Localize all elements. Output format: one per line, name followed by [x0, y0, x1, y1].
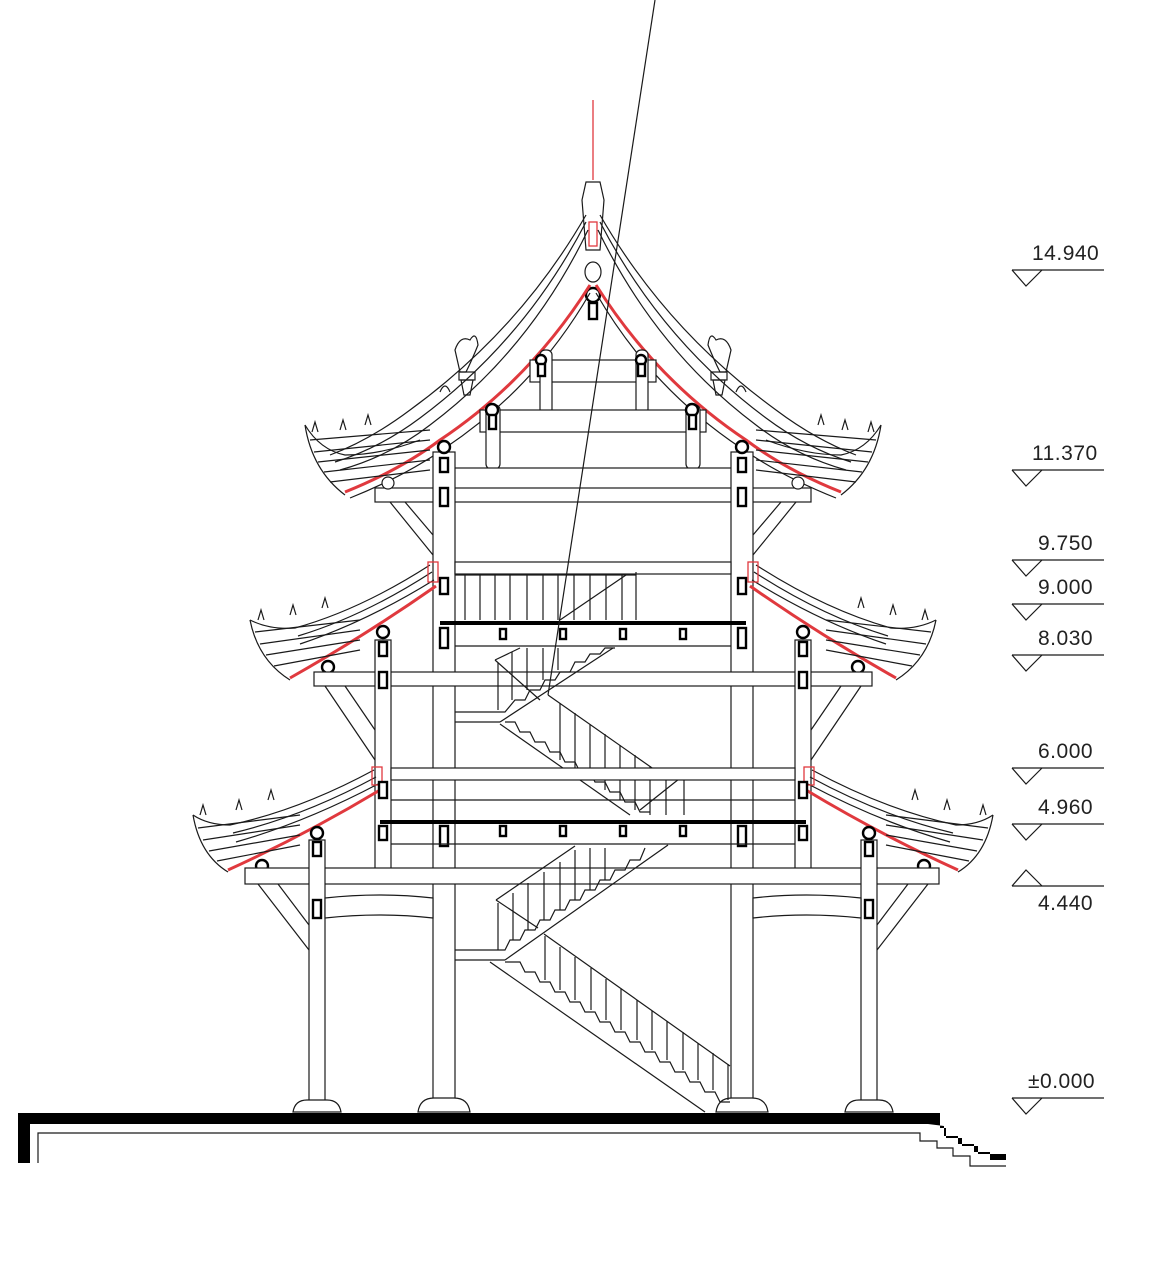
spire-finial: [581, 100, 605, 321]
elevation-marker-0000: [1011, 1097, 1104, 1115]
elevation-label: 4.960: [1038, 796, 1094, 819]
third-floor-balcony: [438, 561, 748, 650]
top-roof: [304, 214, 882, 499]
elevation-label: ±0.000: [1028, 1070, 1096, 1093]
elevation-label: 9.750: [1038, 532, 1094, 555]
middle-outer-columns: [313, 624, 873, 871]
elevation-label: 6.000: [1038, 740, 1094, 763]
second-floor-balcony: [377, 767, 809, 848]
middle-roof: [249, 561, 937, 681]
elevation-marker-4440: [1011, 869, 1104, 887]
ground-plinth: [18, 1113, 1006, 1167]
attic-frame: [374, 349, 812, 503]
upper-diagonal-braces: [381, 476, 805, 556]
lower-roof: [192, 766, 994, 874]
elevation-marker-9000: [1011, 603, 1104, 621]
left-ridge-dragon-ornament: [439, 335, 479, 396]
elevation-markers: [1011, 269, 1104, 1115]
elevation-marker-6000: [1011, 767, 1104, 785]
elevation-label: 11.370: [1032, 442, 1098, 465]
elevation-label: 14.940: [1032, 242, 1100, 265]
elevation-label: 4.440: [1038, 892, 1094, 915]
elevation-marker-14940: [1011, 269, 1104, 287]
elevation-marker-8030: [1011, 654, 1104, 672]
elevation-marker-4960: [1011, 823, 1104, 841]
elevation-label: 8.030: [1038, 627, 1094, 650]
lower-outer-columns: [244, 825, 940, 1113]
elevation-label: 9.000: [1038, 576, 1094, 599]
elevation-marker-11370: [1011, 469, 1104, 487]
right-ridge-dragon-ornament: [707, 335, 747, 396]
elevation-marker-9750: [1011, 559, 1104, 577]
lower-stair-flight: [455, 844, 731, 1113]
